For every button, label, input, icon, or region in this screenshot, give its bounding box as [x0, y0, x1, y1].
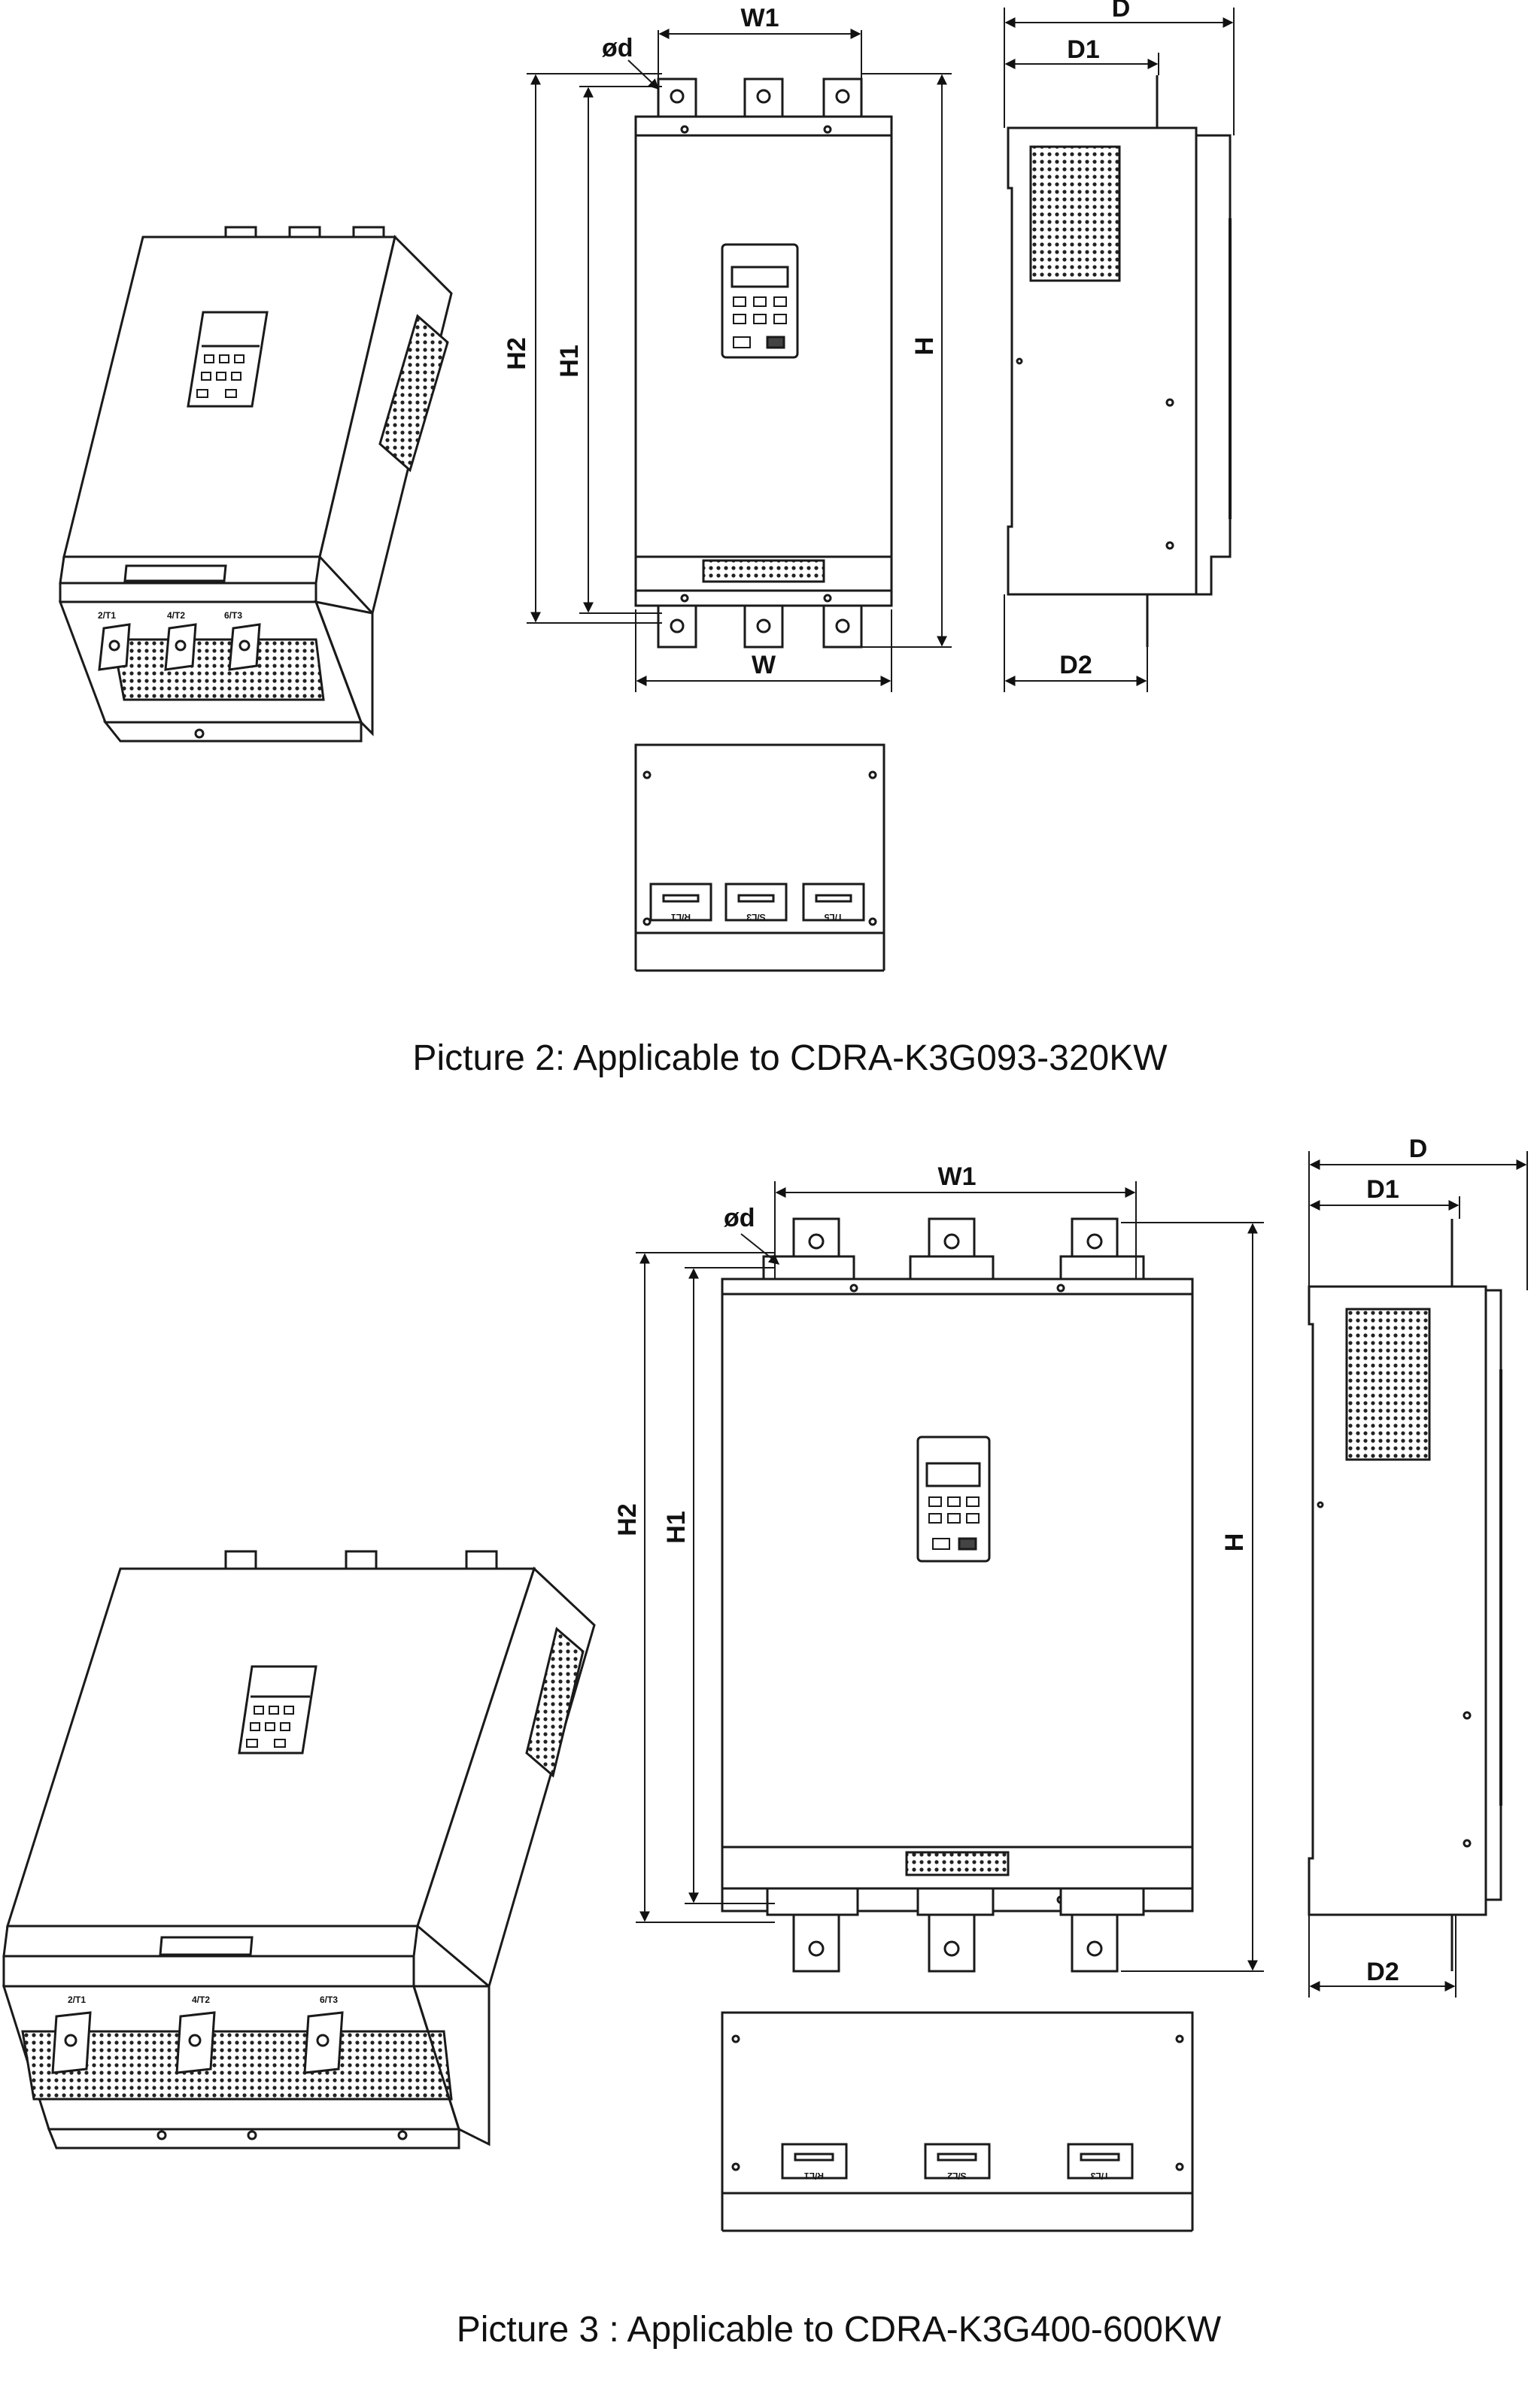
p2-bottom-view: R/L1 S/L3 T/L5 — [634, 743, 885, 972]
p3-iso-bottom-mesh — [21, 2030, 453, 2101]
p3-label-h: H — [1220, 1533, 1249, 1552]
p3-front-view — [721, 1217, 1194, 1973]
p3-keypad — [916, 1436, 991, 1563]
p3-side-view — [1308, 1219, 1502, 1971]
p2-iso-keypad — [187, 311, 269, 408]
picture2: 2/T1 4/T2 6/T3 — [58, 8, 1235, 972]
svg-text:6/T3: 6/T3 — [224, 610, 242, 621]
p2-isometric-view: 2/T1 4/T2 6/T3 — [58, 226, 453, 743]
p3-isometric-view: 2/T1 4/T2 6/T3 — [2, 1550, 596, 2150]
svg-text:6/T3: 6/T3 — [320, 1995, 338, 2005]
p3-label-d1: D1 — [1366, 1175, 1399, 1204]
p3-dimension-labels: W1 ød H2 H1 H D D1 D2 — [613, 1135, 1427, 1986]
p2-label-h: H — [910, 337, 939, 356]
svg-text:2/T1: 2/T1 — [98, 610, 116, 621]
p2-terminal-label-2: S/L3 — [746, 912, 766, 922]
p2-side-dimensions — [1004, 8, 1235, 692]
p3-label-hole: ød — [724, 1204, 755, 1232]
p3-label-w1: W1 — [938, 1162, 977, 1191]
p3-terminal-label-3: T/L3 — [1090, 2171, 1109, 2181]
p2-dimension-labels: W1 ød W H2 H1 H D D1 D2 — [503, 0, 1130, 679]
p3-caption: Picture 3 : Applicable to CDRA-K3G400-60… — [457, 2310, 1222, 2350]
p3-terminal-label-2: S/L2 — [947, 2171, 967, 2181]
p2-side-mesh — [1029, 145, 1121, 282]
p3-iso-keypad — [238, 1665, 317, 1755]
p2-label-d1: D1 — [1067, 35, 1099, 64]
p2-label-d2: D2 — [1059, 651, 1092, 679]
p3-control-terminal-strip — [905, 1851, 1010, 1876]
p3-side-dimensions — [1308, 1151, 1528, 1998]
p2-keypad — [721, 243, 799, 359]
p2-control-terminal-strip — [702, 559, 825, 583]
p2-iso-side-mesh — [378, 314, 449, 472]
p3-side-mesh — [1345, 1308, 1431, 1461]
p3-label-h2: H2 — [613, 1503, 642, 1536]
p2-label-h2: H2 — [503, 337, 531, 369]
p3-bottom-busbars — [766, 1887, 1145, 1973]
p2-top-busbars — [657, 77, 863, 118]
p2-terminal-label-3: T/L5 — [824, 912, 843, 922]
p2-front-view — [634, 77, 893, 649]
picture3: 2/T1 4/T2 6/T3 — [2, 1151, 1528, 2232]
p3-label-d: D — [1409, 1135, 1428, 1163]
p2-iso-terminal-labels: 2/T1 4/T2 6/T3 — [98, 610, 242, 621]
p3-iso-side-mesh — [525, 1627, 585, 1778]
p2-caption: Picture 2: Applicable to CDRA-K3G093-320… — [412, 1038, 1168, 1078]
p3-front-dimensions — [636, 1181, 1264, 1972]
p3-top-busbars — [762, 1217, 1145, 1281]
p2-label-hole: ød — [602, 34, 633, 62]
p3-label-d2: D2 — [1366, 1958, 1399, 1986]
p2-iso-bottom-mesh — [111, 638, 325, 701]
p2-label-d: D — [1112, 0, 1131, 23]
p3-iso-terminal-labels: 2/T1 4/T2 6/T3 — [68, 1995, 338, 2005]
p2-label-h1: H1 — [555, 345, 584, 377]
p3-terminal-label-1: R/L1 — [804, 2171, 824, 2181]
p2-side-view — [1007, 75, 1232, 647]
p2-terminal-label-1: R/L1 — [671, 912, 691, 922]
svg-text:2/T1: 2/T1 — [68, 1995, 86, 2005]
p2-bottom-busbars — [657, 604, 863, 649]
svg-text:4/T2: 4/T2 — [167, 610, 185, 621]
p3-bottom-view: R/L1 S/L2 T/L3 — [721, 2011, 1194, 2232]
p2-label-w1: W1 — [741, 4, 779, 32]
p3-iso-busbars — [51, 2011, 344, 2074]
p2-iso-busbars — [98, 623, 261, 671]
svg-text:4/T2: 4/T2 — [192, 1995, 210, 2005]
p2-front-dimensions — [527, 29, 952, 692]
p2-label-w: W — [752, 651, 776, 679]
p3-label-h1: H1 — [662, 1511, 691, 1543]
